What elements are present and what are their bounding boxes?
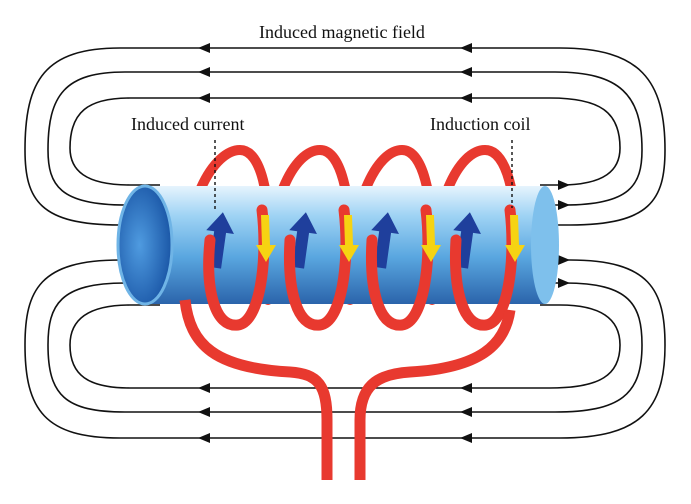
tube-left-end [116, 184, 174, 306]
field-arrow [460, 43, 472, 53]
field-arrow [198, 67, 210, 77]
field-arrow [198, 43, 210, 53]
field-loop-top-2 [47, 71, 643, 206]
field-arrow [198, 407, 210, 417]
field-arrow [460, 67, 472, 77]
field-arrow [558, 278, 570, 288]
coil-arrow [421, 215, 441, 262]
field-arrow [460, 433, 472, 443]
coil-current-arrows [256, 215, 525, 262]
induced-current-label: Induced current [131, 114, 245, 134]
field-arrow [198, 93, 210, 103]
field-loop-top-1 [24, 47, 666, 226]
induction-coil-label: Induction coil [430, 114, 531, 134]
field-loop-bot-1 [24, 259, 666, 439]
field-loop-bot-3 [69, 304, 621, 389]
field-arrow [558, 180, 570, 190]
coil-leads [179, 299, 516, 480]
coil-lead-left [179, 299, 333, 480]
tube-right-end [531, 186, 559, 304]
field-arrow [558, 255, 570, 265]
current-arrow [289, 212, 317, 269]
field-arrow [460, 383, 472, 393]
field-loop-top-3 [69, 97, 621, 186]
field-arrow [198, 383, 210, 393]
field-loop-bot-2 [47, 282, 643, 413]
field-arrow [198, 433, 210, 443]
coil-arrow [339, 215, 359, 262]
field-arrow [460, 93, 472, 103]
field-arrow [558, 200, 570, 210]
field-lines [24, 47, 666, 439]
induced-magnetic-field-label: Induced magnetic field [259, 22, 425, 42]
field-arrow [460, 407, 472, 417]
coil-lead-right [354, 309, 516, 480]
leader-lines [214, 140, 513, 212]
coil-arrow [505, 215, 525, 262]
coil-arrow [256, 215, 276, 262]
current-arrow [371, 212, 399, 269]
